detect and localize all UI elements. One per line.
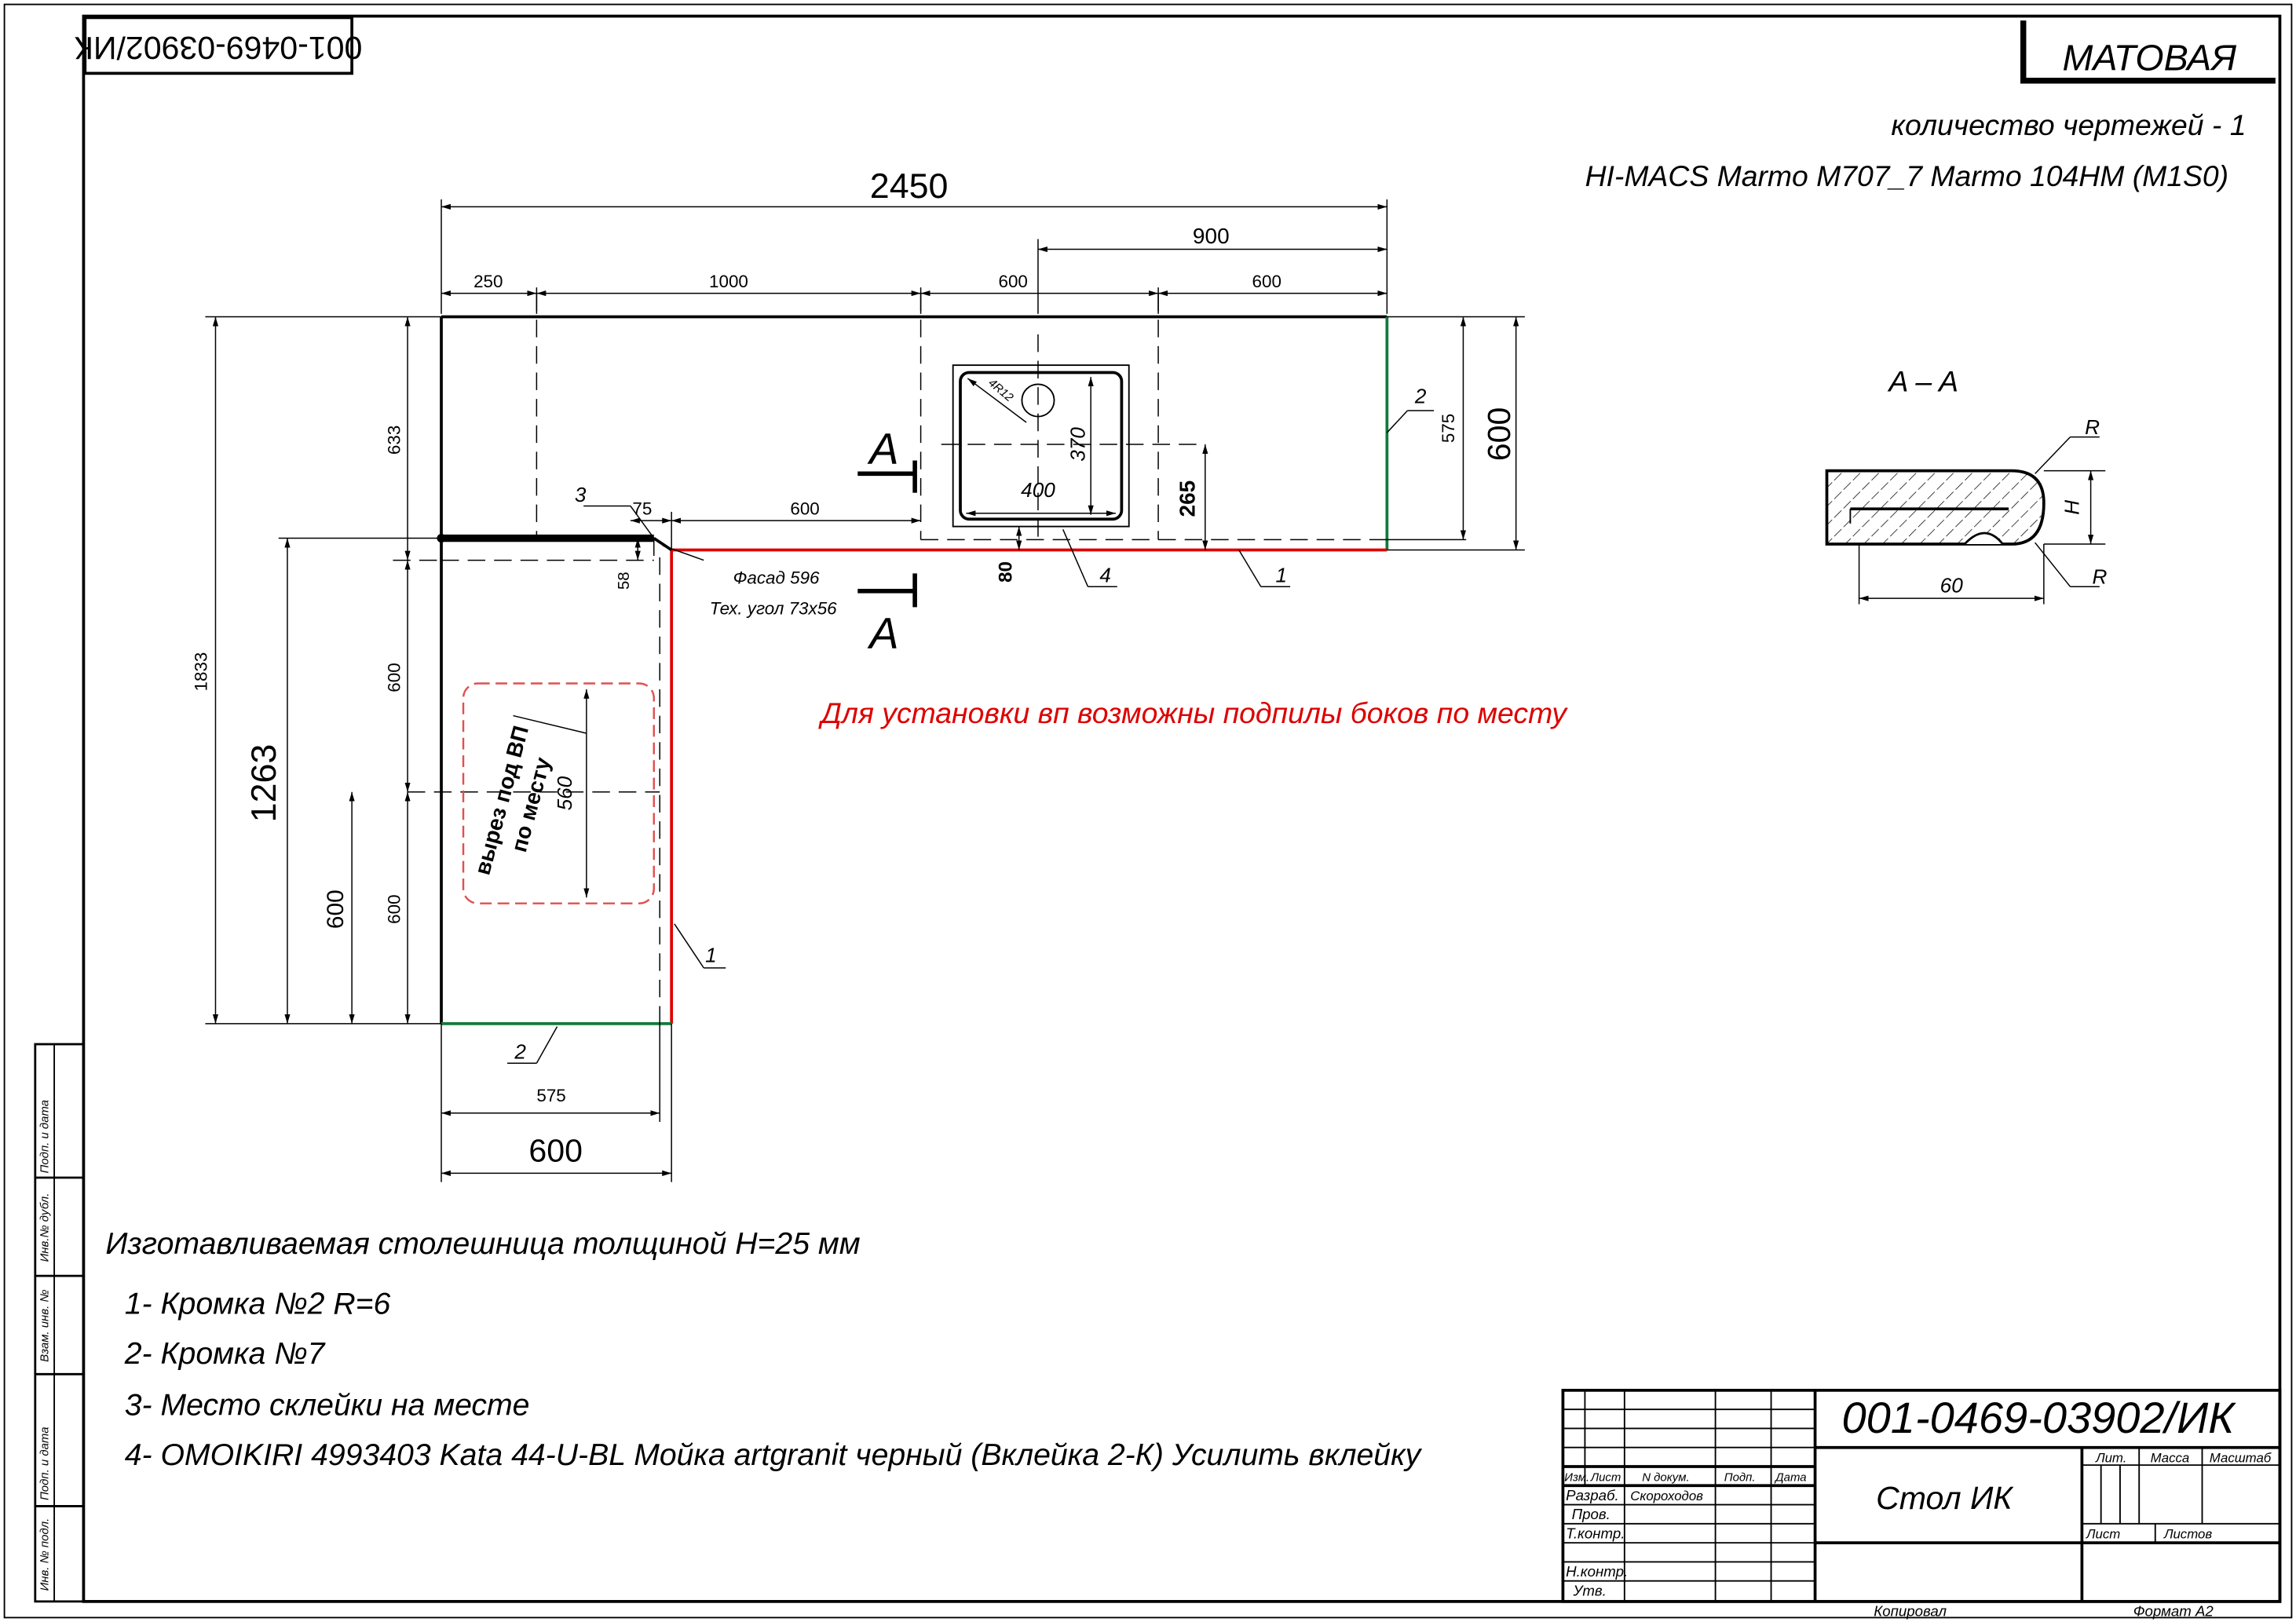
dim-1263: 1263 — [244, 744, 283, 823]
dim-600-right: 600 — [1481, 407, 1517, 462]
callout-1-top: 1 — [1275, 564, 1287, 587]
role-nkontr: Н.контр. — [1566, 1563, 1628, 1580]
drawings-count: количество чертежей - 1 — [1891, 108, 2246, 141]
dimension-lines — [205, 199, 1525, 1182]
callout-2-right: 2 — [1414, 385, 1427, 408]
sheet-label: Лист — [2086, 1527, 2120, 1542]
outer-border — [3, 3, 2293, 1619]
section-width: 60 — [1940, 574, 1964, 597]
section-mark-bottom: A — [867, 608, 898, 658]
side-stamp — [34, 1043, 85, 1603]
section-cut-marks — [857, 460, 917, 608]
copied-label: Копировал — [1874, 1603, 1947, 1620]
dim-600-v2: 600 — [385, 894, 404, 923]
doc-code: 001-0469-03902/ИК — [1842, 1393, 2237, 1442]
section-a-a — [1825, 436, 2106, 605]
material-label: HI-MACS Marmo M707_7 Marmo 104HM (M1S0) — [1585, 159, 2229, 192]
sink-radius: 4R12 — [985, 376, 1016, 404]
hdr-podp: Подп. — [1724, 1471, 1756, 1485]
hob-cutout — [462, 682, 655, 904]
stamp-label-1: Подп. и дата — [38, 1100, 52, 1174]
role-tkontr: Т.контр. — [1566, 1525, 1625, 1542]
inner-border — [82, 14, 2282, 1603]
dim-600-mid: 600 — [790, 499, 819, 519]
callout-4: 4 — [1099, 564, 1111, 587]
lit-label: Лит. — [2095, 1450, 2126, 1465]
stamp-label-5: Инв. № подл. — [38, 1518, 52, 1591]
format-label: Формат А2 — [2133, 1603, 2214, 1620]
stamp-label-4: Подп. и дата — [38, 1427, 52, 1500]
stamp-label-3: Взам. инв. № — [38, 1289, 52, 1361]
dim-600-b: 600 — [1252, 272, 1281, 291]
cutout-height: 560 — [553, 776, 576, 810]
dim-1833: 1833 — [191, 652, 210, 692]
hdr-list: Лист — [1590, 1471, 1621, 1485]
developer-name: Скороходов — [1630, 1489, 1703, 1503]
dim-600-v1: 600 — [385, 663, 404, 692]
dim-600-bottom-left: 600 — [323, 890, 349, 929]
red-installation-note: Для установки вп возможны подпилы боков … — [818, 696, 1569, 729]
role-razrab: Разраб. — [1566, 1487, 1619, 1503]
mass-label: Масса — [2151, 1450, 2190, 1465]
legend-item-4: 4- OMOIKIRI 4993403 Kata 44-U-BL Мойка a… — [125, 1438, 1423, 1472]
callout-1-left: 1 — [705, 943, 717, 966]
stamp-label-2: Инв.№ дубл. — [38, 1193, 52, 1262]
role-prov: Пров. — [1572, 1506, 1610, 1522]
hdr-data: Дата — [1774, 1471, 1806, 1485]
dim-575-right: 575 — [1439, 414, 1458, 443]
hdr-izm: Изм. — [1564, 1471, 1589, 1485]
dim-80: 80 — [995, 561, 1016, 583]
title-block — [1561, 1388, 2282, 1603]
dim-total-length: 2450 — [870, 166, 949, 206]
legend-item-2: 2- Кромка №7 — [124, 1337, 327, 1371]
construction-lines — [393, 293, 1387, 1024]
cutout-dim — [513, 689, 590, 898]
dim-575-bottom: 575 — [536, 1086, 565, 1105]
dim-250: 250 — [473, 272, 503, 291]
finish-label: МАТОВАЯ — [2062, 38, 2236, 79]
tech-corner-label: Тех. угол 73х56 — [710, 599, 837, 619]
dim-900: 900 — [1193, 224, 1230, 248]
callout-3: 3 — [575, 483, 587, 506]
section-mark-top: A — [867, 423, 898, 473]
product-name: Стол ИК — [1876, 1480, 2014, 1516]
thickness-note: Изготавливаемая столешница толщиной H=25… — [105, 1227, 860, 1261]
callout-2-bottom: 2 — [514, 1040, 526, 1064]
hdr-ndoc: N докум. — [1642, 1471, 1689, 1485]
dim-75: 75 — [632, 499, 652, 519]
finish-box: МАТОВАЯ — [2020, 20, 2276, 84]
role-utv: Утв. — [1572, 1582, 1606, 1598]
rotated-code: 001-0469-03902/ИК — [75, 30, 362, 66]
dim-1000: 1000 — [709, 272, 748, 291]
countertop-outline — [437, 315, 1389, 1025]
section-r-top: R — [2085, 415, 2100, 439]
rotated-code-box: 001-0469-03902/ИК — [75, 16, 362, 75]
section-r-bottom: R — [2092, 564, 2107, 588]
sink-height: 370 — [1066, 427, 1090, 462]
dim-600-bottom: 600 — [528, 1132, 583, 1168]
section-h: H — [2060, 500, 2084, 515]
dim-58: 58 — [615, 572, 633, 590]
dim-633: 633 — [385, 426, 404, 455]
dim-600-a: 600 — [999, 272, 1028, 291]
section-title: A – A — [1887, 365, 1958, 398]
sheets-label: Листов — [2163, 1527, 2212, 1542]
legend-item-1: 1- Кромка №2 R=6 — [125, 1288, 391, 1321]
facade-label: Фасад 596 — [733, 568, 820, 587]
dim-265: 265 — [1175, 480, 1200, 517]
sink-width: 400 — [1021, 478, 1055, 502]
legend-item-3: 3- Место склейки на месте — [125, 1389, 530, 1423]
sink — [952, 364, 1130, 528]
scale-label: Масштаб — [2210, 1450, 2272, 1465]
